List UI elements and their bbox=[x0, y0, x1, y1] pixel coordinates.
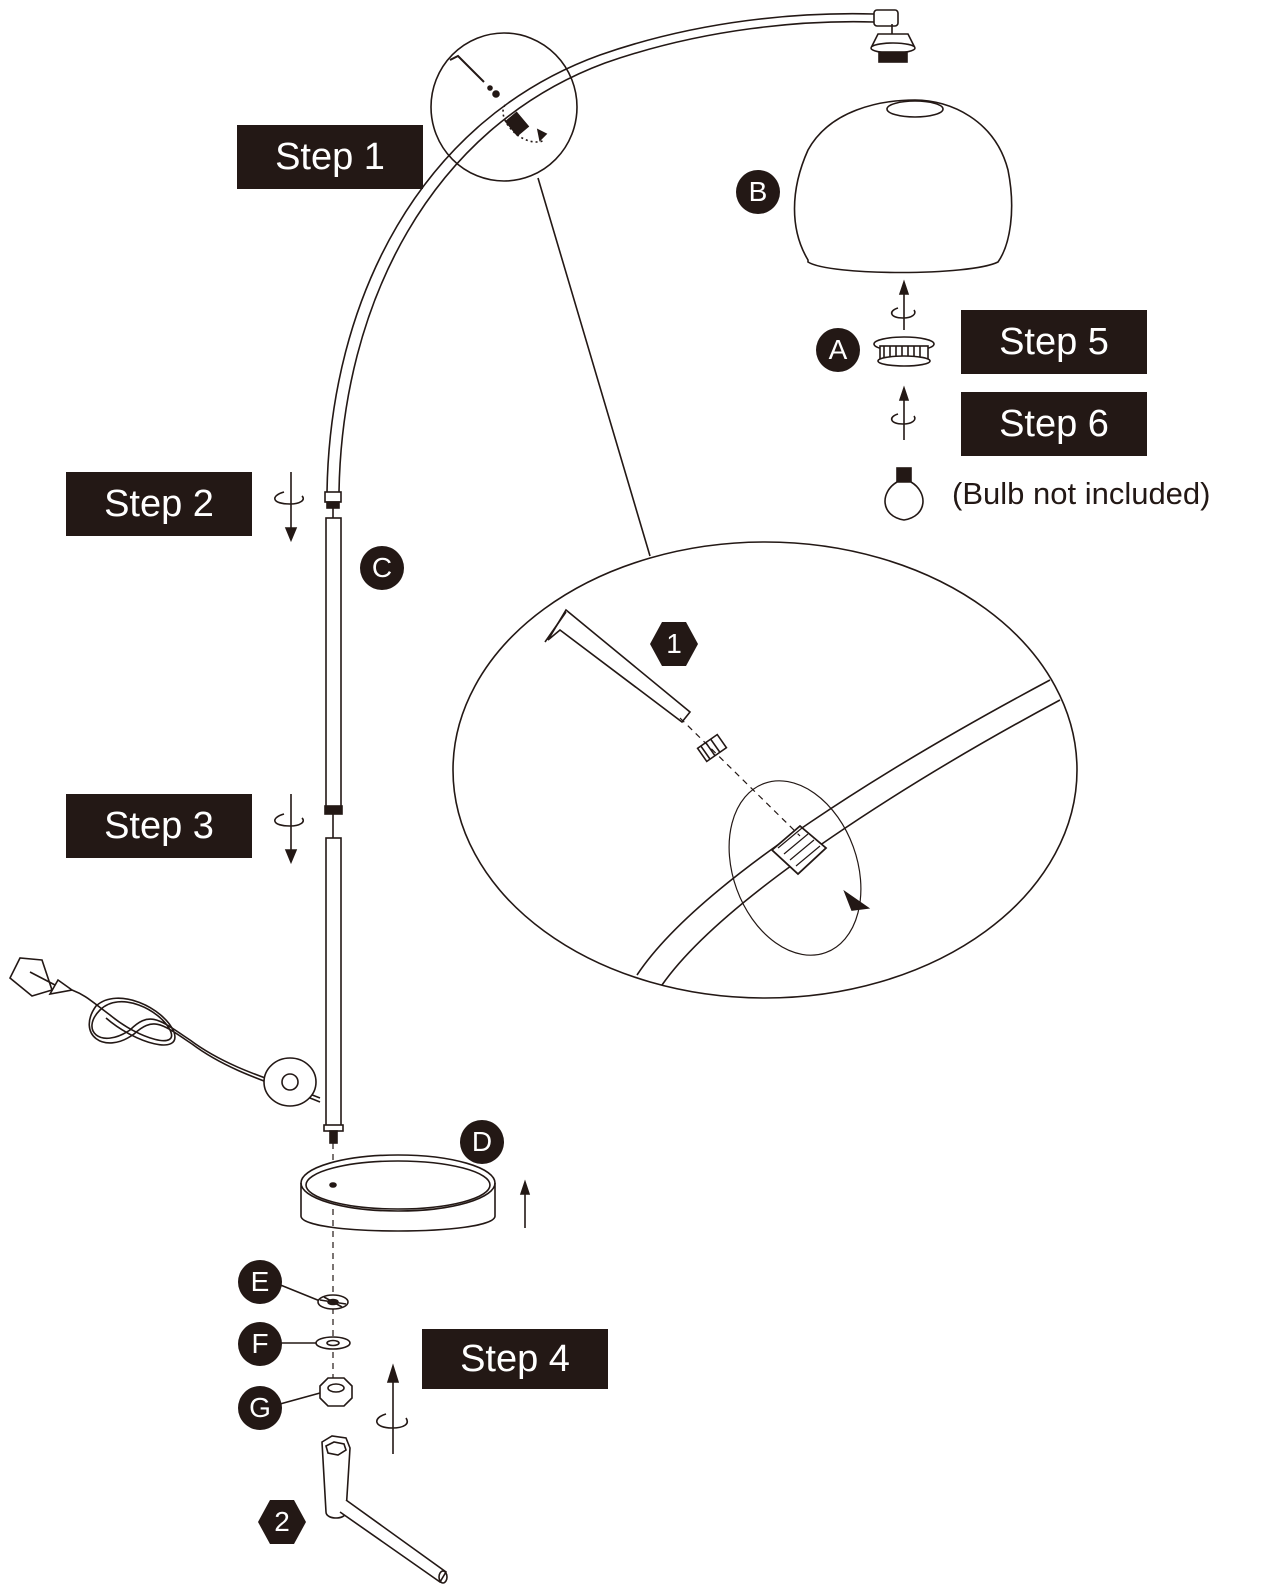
pole-c-upper bbox=[324, 508, 343, 838]
step2-rotate-arrow bbox=[274, 472, 305, 543]
flat-washer-f bbox=[280, 1336, 351, 1350]
step1-label: Step 1 bbox=[237, 125, 423, 189]
arc-pole bbox=[324, 12, 875, 509]
tool-badge-socket-wrench: 2 bbox=[258, 1500, 306, 1544]
step3-rotate-arrow bbox=[274, 794, 305, 865]
step6-label: Step 6 bbox=[961, 392, 1147, 456]
part-badge-f: F bbox=[238, 1322, 282, 1366]
power-cord bbox=[8, 957, 321, 1107]
bulb-not-included-note: (Bulb not included) bbox=[952, 476, 1211, 511]
detail-callout-large bbox=[452, 541, 1078, 999]
step3-label: Step 3 bbox=[66, 794, 252, 858]
hex-nut-g bbox=[279, 1377, 353, 1407]
light-bulb bbox=[884, 467, 924, 521]
step4-label: Step 4 bbox=[422, 1329, 608, 1389]
step5-rotate-arrow bbox=[890, 279, 916, 330]
part-badge-a: A bbox=[816, 328, 860, 372]
lamp-socket bbox=[870, 9, 916, 63]
part-badge-g: G bbox=[238, 1386, 282, 1430]
part-badge-b: B bbox=[736, 170, 780, 214]
lamp-shade-b bbox=[793, 99, 1013, 274]
socket-wrench-tool bbox=[321, 1435, 448, 1584]
step6-rotate-arrow bbox=[890, 385, 916, 440]
part-badge-e: E bbox=[238, 1260, 282, 1304]
shade-ring-a bbox=[873, 336, 935, 367]
step4-rotate-arrow bbox=[376, 1363, 408, 1454]
pole-c-lower bbox=[323, 837, 344, 1144]
part-badge-c: C bbox=[360, 546, 404, 590]
step2-label: Step 2 bbox=[66, 472, 252, 536]
detail-callout-small bbox=[430, 32, 578, 182]
part-badge-d: D bbox=[460, 1120, 504, 1164]
step5-label: Step 5 bbox=[961, 310, 1147, 374]
lock-washer-e bbox=[277, 1283, 349, 1310]
base-d bbox=[300, 1143, 531, 1385]
detail-leader-line bbox=[537, 177, 651, 557]
